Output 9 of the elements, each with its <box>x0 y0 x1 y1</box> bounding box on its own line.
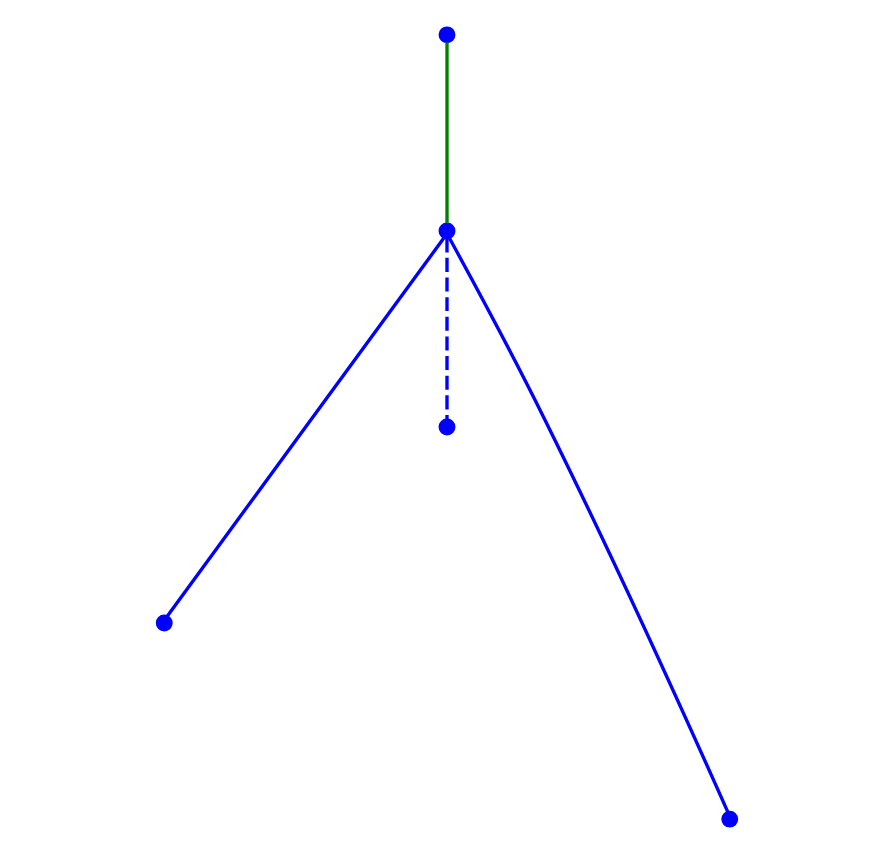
connector <box>164 237 445 618</box>
node-point <box>437 418 455 436</box>
connector <box>444 42 448 223</box>
connector <box>447 237 729 813</box>
node-point <box>437 26 455 44</box>
node-point <box>437 222 455 240</box>
node-point <box>154 614 172 632</box>
connector <box>444 238 448 419</box>
node-point <box>720 810 738 828</box>
